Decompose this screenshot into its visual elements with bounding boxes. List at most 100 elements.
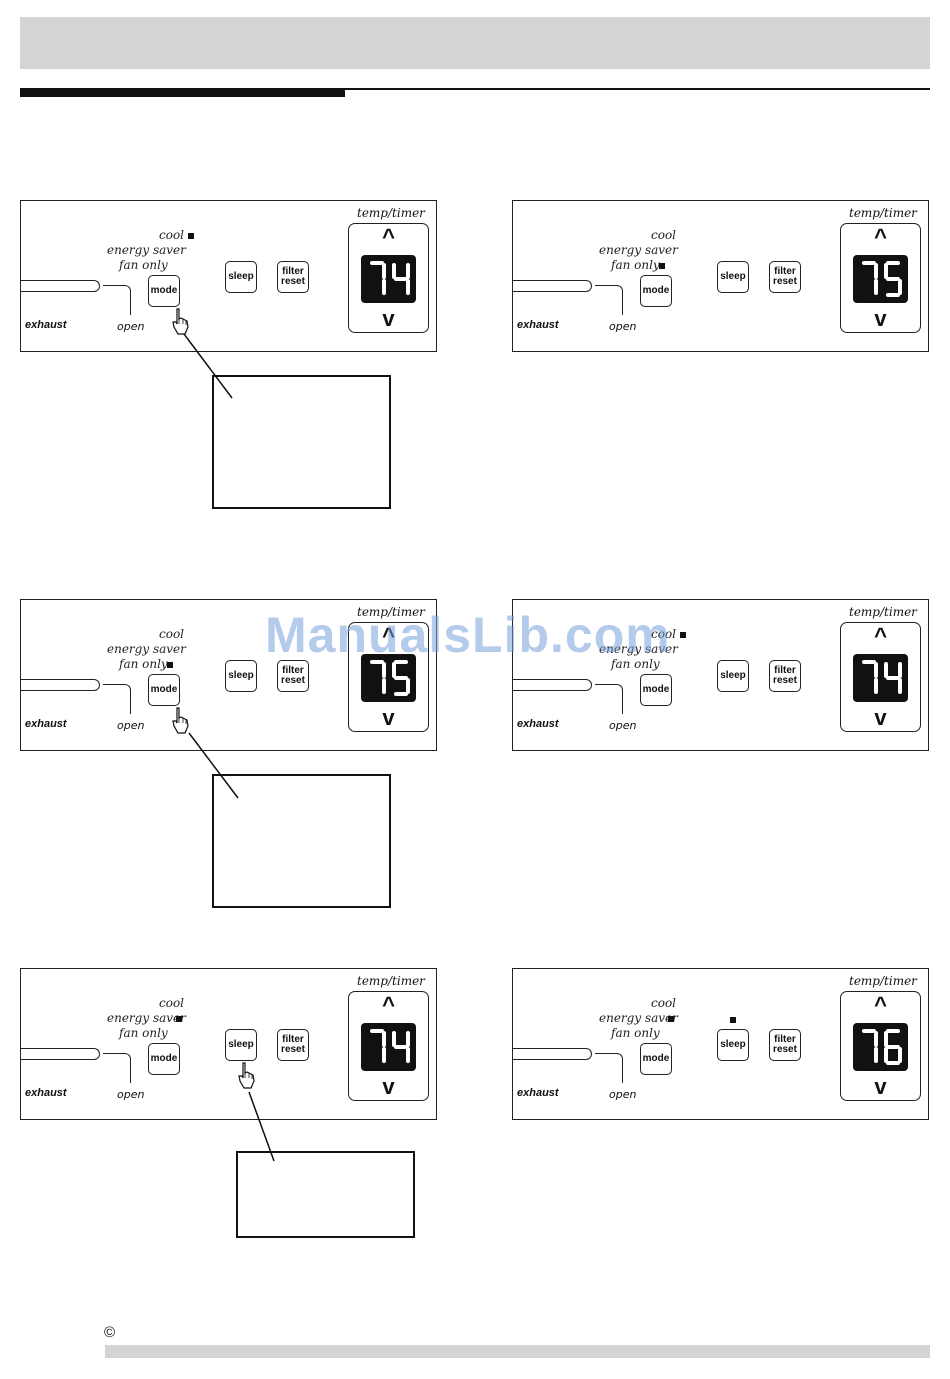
energy-saver-label: energy saver (599, 642, 678, 656)
callout-box-1 (212, 375, 391, 509)
section-rule-thin (345, 88, 930, 90)
temp-up-button[interactable]: ^ (382, 623, 395, 648)
filter-label: filter (774, 665, 796, 676)
mode-indicator-light (167, 662, 173, 668)
temp-up-button[interactable]: ^ (382, 992, 395, 1017)
open-label: open (609, 1088, 637, 1101)
fan-only-label: fan only (119, 1026, 168, 1040)
control-panel: cool energy saver fan only exhaust open … (20, 200, 437, 352)
temp-down-button[interactable]: v (382, 1074, 395, 1099)
exhaust-label: exhaust (25, 319, 67, 331)
watermark: ManualsLib.com (265, 607, 671, 663)
mode-indicator-light (680, 632, 686, 638)
exhaust-slider[interactable] (512, 1048, 592, 1060)
mode-button[interactable]: mode (640, 275, 672, 307)
temp-down-button[interactable]: v (874, 1074, 887, 1099)
filter-label: filter (774, 1034, 796, 1045)
callout-box-2 (212, 774, 391, 908)
filter-label: filter (282, 1034, 304, 1045)
temp-down-button[interactable]: v (874, 705, 887, 730)
exhaust-slider[interactable] (20, 280, 100, 292)
exhaust-slider[interactable] (512, 679, 592, 691)
mode-indicator-light (668, 1016, 674, 1022)
filter-reset-button[interactable]: filter reset (277, 660, 309, 692)
filter-reset-button[interactable]: filter reset (277, 261, 309, 293)
footer-band (105, 1345, 930, 1358)
control-panel: cool energy saver fan only exhaust open … (20, 968, 437, 1120)
filter-reset-button[interactable]: filter reset (769, 660, 801, 692)
pressing-hand-icon (169, 307, 191, 342)
copyright-symbol: © (104, 1324, 116, 1341)
fan-only-label: fan only (611, 657, 660, 671)
temp-down-button[interactable]: v (874, 306, 887, 331)
slider-guide (103, 684, 131, 714)
fan-only-label: fan only (611, 258, 660, 272)
temp-timer-label: temp/timer (849, 206, 917, 220)
sleep-button[interactable]: sleep (225, 261, 257, 293)
temp-timer-control: ^ v (348, 223, 429, 333)
temp-timer-control: ^ v (840, 622, 921, 732)
open-label: open (117, 1088, 145, 1101)
mode-button[interactable]: mode (148, 674, 180, 706)
temp-timer-label: temp/timer (357, 206, 425, 220)
reset-label: reset (281, 675, 305, 686)
temperature-display (361, 654, 416, 702)
callout-box-3 (236, 1151, 415, 1238)
mode-indicator-light (176, 1016, 182, 1022)
temperature-display (853, 255, 908, 303)
temperature-display (853, 1023, 908, 1071)
cool-label: cool (159, 228, 185, 242)
sleep-button[interactable]: sleep (717, 1029, 749, 1061)
slider-guide (103, 1053, 131, 1083)
temperature-display (853, 654, 908, 702)
exhaust-slider[interactable] (512, 280, 592, 292)
fan-only-label: fan only (119, 657, 168, 671)
control-panel: cool energy saver fan only exhaust open … (512, 968, 929, 1120)
filter-label: filter (282, 665, 304, 676)
energy-saver-label: energy saver (107, 642, 186, 656)
cool-label: cool (651, 228, 677, 242)
filter-reset-button[interactable]: filter reset (769, 1029, 801, 1061)
filter-reset-button[interactable]: filter reset (277, 1029, 309, 1061)
reset-label: reset (773, 1044, 797, 1055)
energy-saver-label: energy saver (599, 243, 678, 257)
mode-button[interactable]: mode (148, 1043, 180, 1075)
temp-up-button[interactable]: ^ (382, 224, 395, 249)
temp-up-button[interactable]: ^ (874, 992, 887, 1017)
temp-down-button[interactable]: v (382, 705, 395, 730)
sleep-button[interactable]: sleep (717, 261, 749, 293)
mode-button[interactable]: mode (640, 674, 672, 706)
reset-label: reset (281, 276, 305, 287)
sleep-button[interactable]: sleep (225, 660, 257, 692)
sleep-button[interactable]: sleep (717, 660, 749, 692)
temp-up-button[interactable]: ^ (874, 224, 887, 249)
exhaust-slider[interactable] (20, 679, 100, 691)
reset-label: reset (773, 675, 797, 686)
temp-down-button[interactable]: v (382, 306, 395, 331)
exhaust-label: exhaust (517, 1087, 559, 1099)
exhaust-slider[interactable] (20, 1048, 100, 1060)
energy-saver-label: energy saver (107, 1011, 186, 1025)
filter-label: filter (774, 266, 796, 277)
temp-timer-label: temp/timer (357, 605, 425, 619)
filter-reset-button[interactable]: filter reset (769, 261, 801, 293)
temp-timer-label: temp/timer (849, 605, 917, 619)
cool-label: cool (159, 996, 185, 1010)
control-panel: cool energy saver fan only exhaust open … (512, 200, 929, 352)
pressing-hand-icon (235, 1061, 257, 1096)
cool-label: cool (159, 627, 185, 641)
temp-up-button[interactable]: ^ (874, 623, 887, 648)
temp-timer-control: ^ v (840, 991, 921, 1101)
sleep-button[interactable]: sleep (225, 1029, 257, 1061)
slider-guide (103, 285, 131, 315)
temperature-display (361, 1023, 416, 1071)
cool-label: cool (651, 627, 677, 641)
mode-button[interactable]: mode (640, 1043, 672, 1075)
mode-button[interactable]: mode (148, 275, 180, 307)
open-label: open (117, 320, 145, 333)
open-label: open (609, 320, 637, 333)
temperature-display (361, 255, 416, 303)
mode-indicator-light (659, 263, 665, 269)
sleep-indicator-light (730, 1017, 736, 1023)
